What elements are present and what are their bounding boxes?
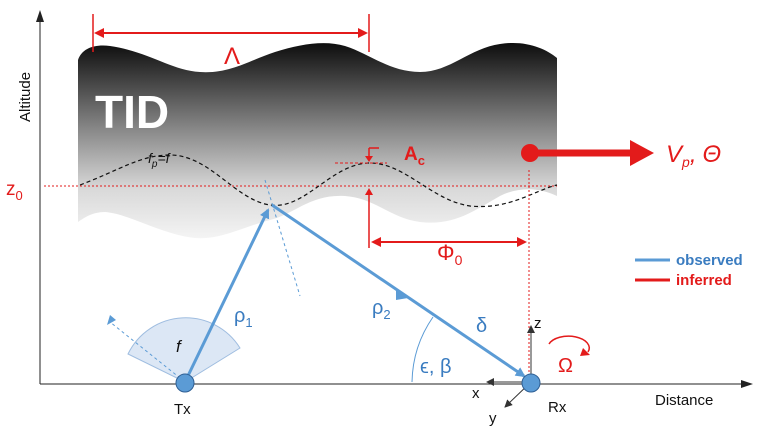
velocity-origin-dot bbox=[521, 144, 539, 162]
tx-beam-fan bbox=[127, 317, 241, 383]
z0-label: z0 bbox=[6, 179, 23, 203]
plasma-freq-label: fp=f bbox=[148, 150, 172, 170]
tid-layer bbox=[78, 42, 557, 239]
legend-inferred-label: inferred bbox=[676, 272, 732, 289]
altitude-label: Altitude bbox=[17, 72, 34, 122]
amplitude-label: Ac bbox=[404, 144, 425, 168]
plasma-isosurface bbox=[79, 154, 558, 208]
rotation-arc bbox=[548, 335, 590, 353]
tid-label: TID bbox=[95, 86, 169, 138]
rx-axis-x-label: x bbox=[472, 385, 480, 402]
velocity-label: Vp,Θ bbox=[666, 141, 721, 170]
tx-station bbox=[175, 373, 195, 393]
rx-axis-y-label: y bbox=[489, 410, 497, 427]
wavelength-label: Λ bbox=[224, 43, 240, 70]
rx-station bbox=[521, 373, 541, 393]
rho1-label: ρ1 bbox=[234, 305, 253, 330]
rho2-label: ρ2 bbox=[372, 297, 391, 322]
ray-rho1 bbox=[183, 208, 270, 383]
rx-label: Rx bbox=[548, 399, 567, 416]
distance-label: Distance bbox=[655, 392, 713, 409]
delta-label: δ bbox=[476, 315, 487, 337]
tx-label: Tx bbox=[174, 401, 191, 418]
angles-label: ϵ, β bbox=[420, 356, 451, 378]
rotation-label: Ω bbox=[558, 355, 573, 377]
rx-axis-z-label: z bbox=[534, 315, 542, 332]
phase-label: Φ0 bbox=[437, 240, 463, 268]
legend-observed-label: observed bbox=[676, 252, 743, 269]
elevation-arc bbox=[411, 316, 434, 383]
tx-frequency-label: f bbox=[176, 337, 183, 356]
